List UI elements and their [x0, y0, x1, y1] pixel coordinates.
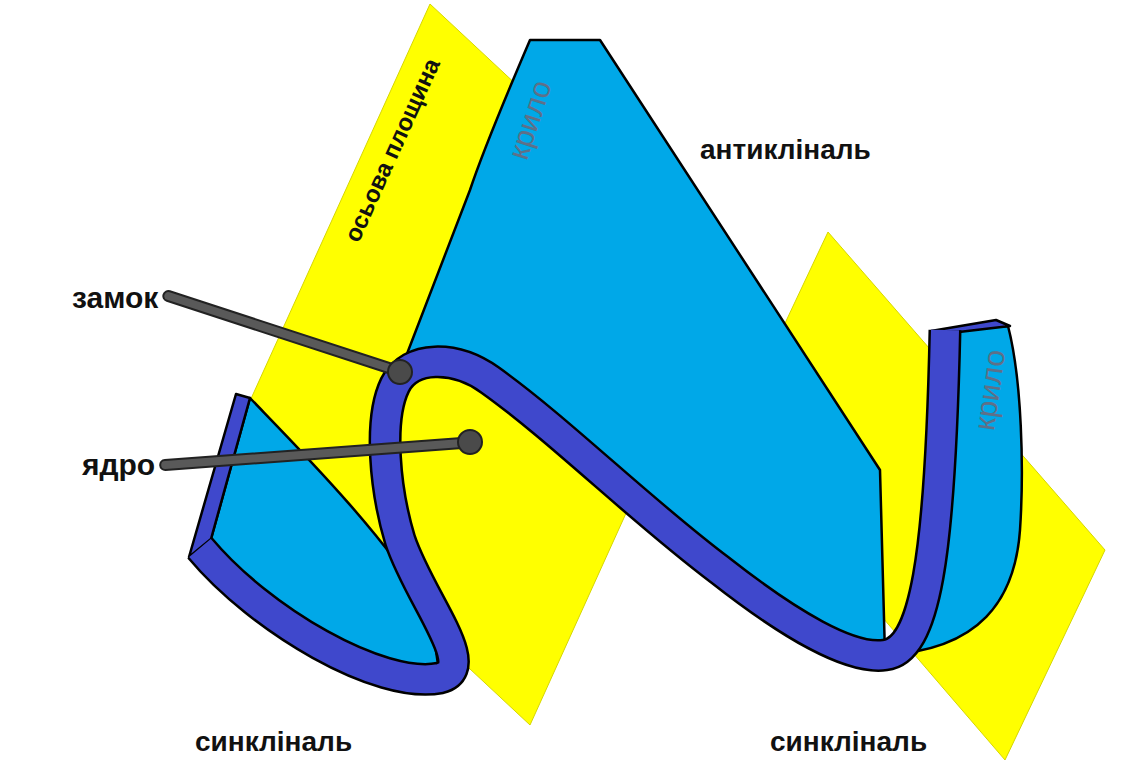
part-label: ядро [82, 448, 155, 483]
part-label: замок [72, 281, 158, 316]
axial-plane-label: осьова площина [338, 54, 445, 246]
fold-type-label: синкліналь [770, 726, 927, 758]
layer-end-face [189, 394, 250, 557]
fold-type-label: антикліналь [700, 134, 871, 166]
fold-section [200, 330, 945, 679]
fold-section-outline [200, 330, 945, 679]
leader-line [168, 296, 395, 370]
leader-line [165, 443, 462, 465]
leader-line [165, 443, 462, 465]
fold-limb-surface [395, 40, 885, 655]
leader-line [168, 296, 395, 370]
leader-dot [388, 360, 412, 384]
limb-label: крило [501, 76, 559, 164]
fold-type-label: синкліналь [195, 726, 352, 758]
limb-label: крило [967, 347, 1012, 432]
leader-dot [458, 430, 482, 454]
